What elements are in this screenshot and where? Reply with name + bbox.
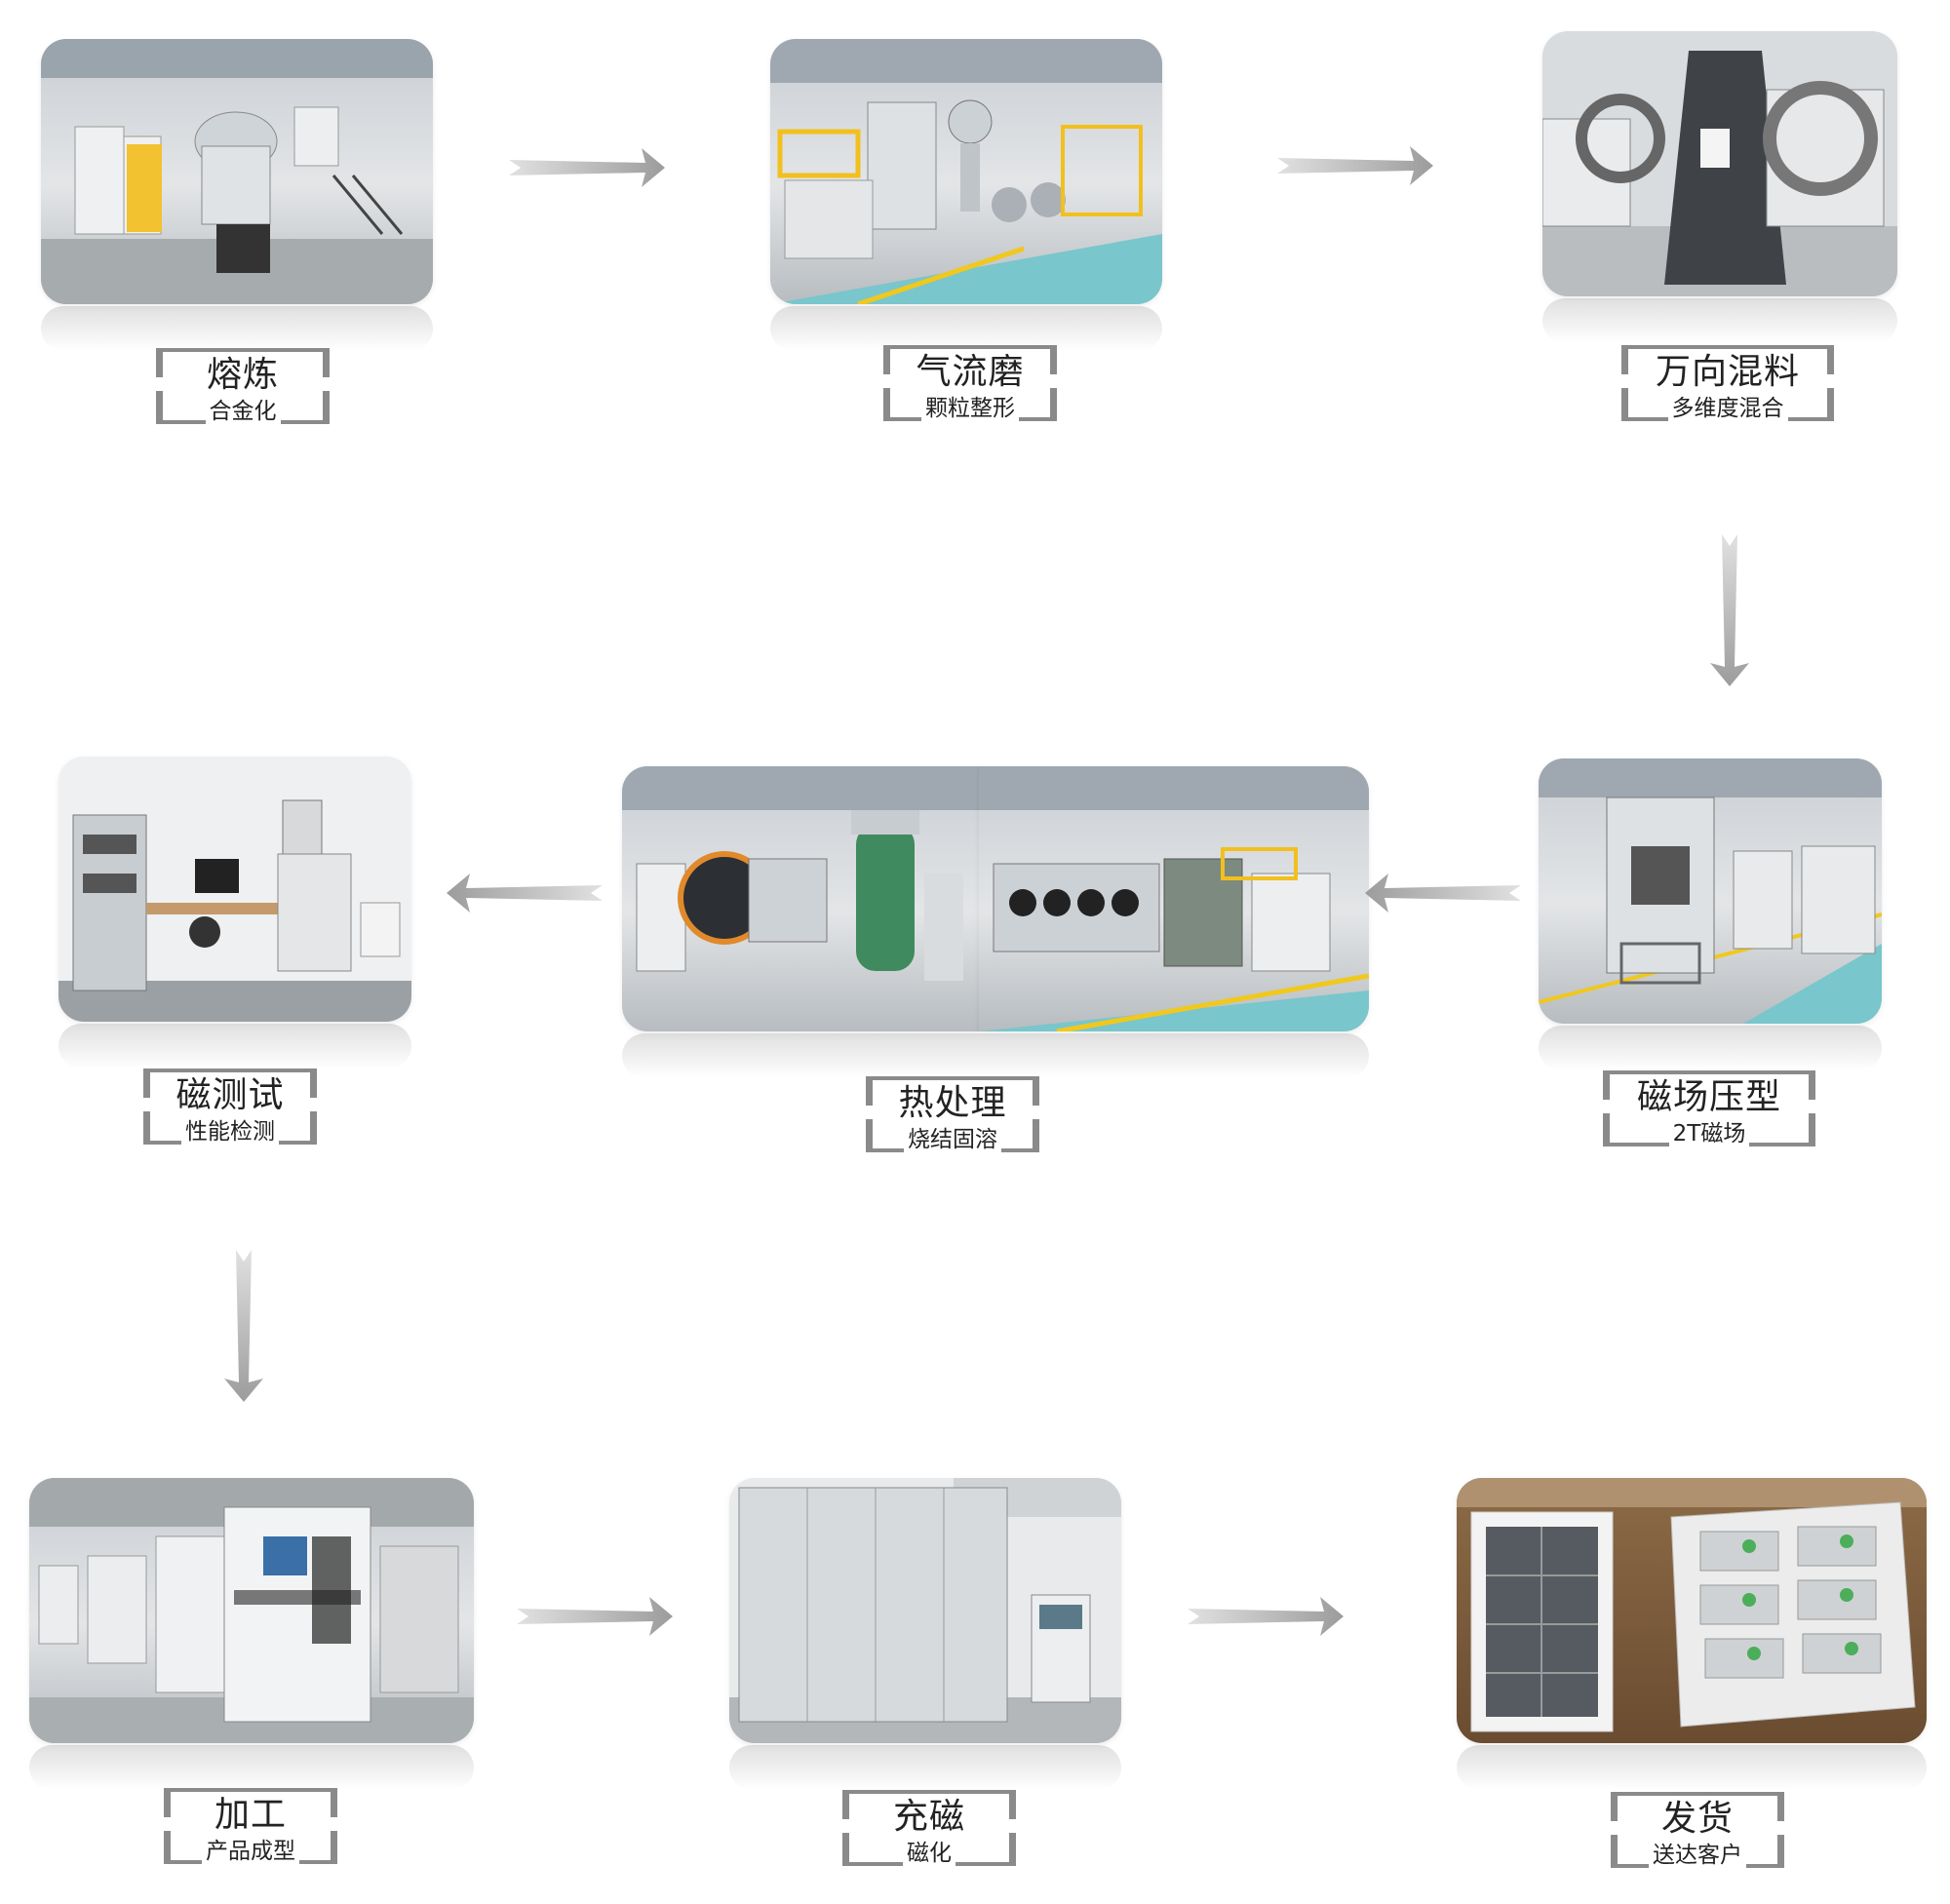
jet-mill-photo xyxy=(770,39,1162,304)
step-subtitle: 2T磁场 xyxy=(1668,1121,1750,1146)
step-label: 气流磨 颗粒整形 xyxy=(876,345,1065,421)
step-subtitle: 烧结固溶 xyxy=(904,1127,1001,1152)
step-subtitle: 多维度混合 xyxy=(1667,396,1788,421)
step-title: 磁场压型 xyxy=(1636,1077,1781,1117)
arrow-down-icon xyxy=(1710,534,1749,686)
step-title: 熔炼 xyxy=(206,355,279,395)
magnetic-test-photo xyxy=(58,757,411,1022)
step-label: 磁场压型 2T磁场 xyxy=(1595,1070,1823,1146)
arrow-left-icon xyxy=(447,874,603,913)
step-title: 热处理 xyxy=(898,1083,1007,1123)
machining-photo xyxy=(29,1478,474,1743)
vacuum-furnace-photo xyxy=(622,766,979,1031)
step-label: 磁测试 性能检测 xyxy=(136,1069,325,1145)
step-label: 万向混料 多维度混合 xyxy=(1614,345,1842,421)
step-title: 加工 xyxy=(214,1795,287,1835)
step-title: 充磁 xyxy=(892,1797,965,1837)
step-subtitle: 性能检测 xyxy=(181,1119,279,1145)
sintering-line-photo xyxy=(979,766,1369,1031)
step-label: 充磁 磁化 xyxy=(835,1790,1024,1866)
step-subtitle: 磁化 xyxy=(903,1841,956,1866)
arrow-left-icon xyxy=(1365,874,1521,913)
step-subtitle: 送达客户 xyxy=(1649,1843,1746,1868)
arrow-right-icon xyxy=(517,1597,673,1636)
step-title: 发货 xyxy=(1660,1799,1734,1839)
arrow-down-icon xyxy=(224,1250,263,1402)
mixer-photo xyxy=(1542,31,1897,296)
magnetizer-photo xyxy=(729,1478,1121,1743)
arrow-right-icon xyxy=(509,148,665,187)
step-label: 加工 产品成型 xyxy=(156,1788,345,1864)
step-subtitle: 产品成型 xyxy=(202,1839,299,1864)
step-subtitle: 颗粒整形 xyxy=(921,396,1019,421)
magnetic-press-photo xyxy=(1539,758,1882,1024)
step-label: 热处理 烧结固溶 xyxy=(858,1076,1047,1152)
step-label: 发货 送达客户 xyxy=(1603,1792,1792,1868)
packaged-magnets-photo xyxy=(1457,1478,1927,1743)
step-title: 气流磨 xyxy=(916,352,1025,392)
step-title: 万向混料 xyxy=(1655,352,1800,392)
melting-furnace-photo xyxy=(41,39,433,304)
arrow-right-icon xyxy=(1188,1597,1344,1636)
arrow-right-icon xyxy=(1277,146,1433,185)
step-subtitle: 合金化 xyxy=(205,399,281,424)
step-label: 熔炼 合金化 xyxy=(148,348,337,424)
step-title: 磁测试 xyxy=(176,1075,285,1115)
